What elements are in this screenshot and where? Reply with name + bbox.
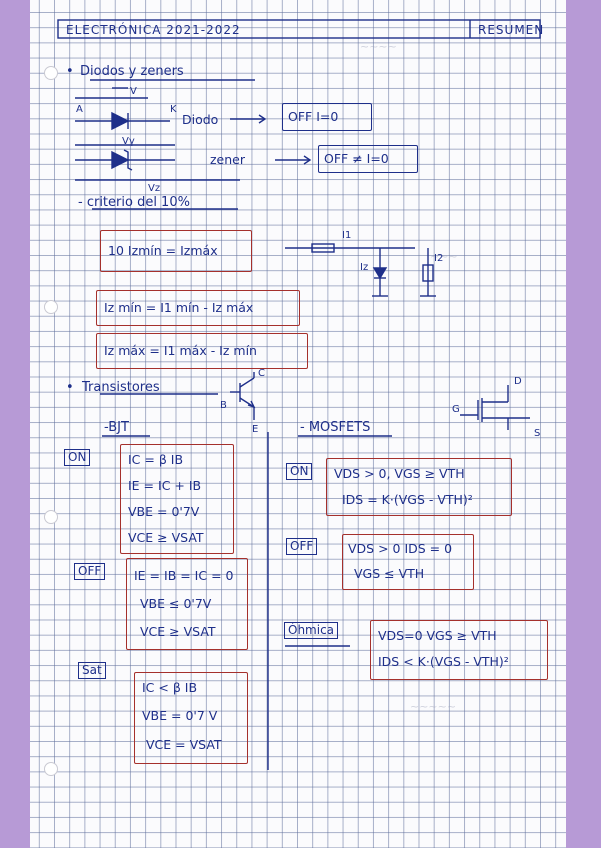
bjt-sat-eq: VCE = VSAT (146, 737, 222, 752)
vgamma-label: Vγ (122, 136, 135, 147)
criterion-eq-box (100, 230, 252, 272)
i1-label: I1 (342, 230, 352, 241)
izmax-eq-box (96, 333, 308, 369)
bjt-off-eq: VBE ≤ 0'7V (140, 596, 212, 611)
izmin-eq-box (96, 290, 300, 326)
section-transistors-heading: Transistores (82, 380, 160, 395)
bjt-on-tag: ON (64, 449, 91, 466)
izmin-eq: Iz mín = I1 mín - Iz máx (104, 300, 254, 315)
bjt-on-eq: IE = IC + IB (128, 478, 202, 493)
mosfet-drain-label: D (514, 376, 522, 387)
bjt-off-eq: VCE ≥ VSAT (140, 624, 216, 639)
bjt-base-label: B (220, 400, 227, 411)
notebook-page: ~~~~ ~~~ ~~~~~ (30, 0, 566, 848)
mosfet-source-label: S (534, 428, 541, 439)
bullet-dot: • (66, 64, 74, 79)
bjt-sat-box (134, 672, 248, 764)
mosfet-on-eq: IDS = K·(VGS - VTH)² (342, 492, 473, 507)
vz-label: Vz (148, 183, 161, 194)
zener-state: OFF ≠ I=0 (324, 151, 389, 166)
criterion-heading: - criterio del 10% (78, 195, 190, 210)
mosfet-off-tag: OFF (286, 538, 318, 555)
i2-label: I2 (434, 253, 444, 264)
header-box (57, 19, 541, 39)
cathode-label: K (170, 104, 177, 115)
mosfet-on-box (326, 458, 512, 516)
zener-state-box (318, 145, 418, 173)
criterion-eq: 10 Izmín = Izmáx (108, 243, 218, 258)
mosfet-heading: - MOSFETS (300, 420, 371, 435)
bjt-on-eq: IC = β IB (128, 452, 184, 467)
diode-state-box (282, 103, 372, 131)
mosfet-on-eq: VDS > 0, VGS ≥ VTH (334, 466, 465, 481)
binder-hole (44, 510, 58, 524)
bjt-off-box (126, 558, 248, 650)
bjt-sat-eq: IC < β IB (142, 680, 198, 695)
diode-state: OFF I=0 (288, 109, 339, 124)
mosfet-on-tag: ON (286, 463, 313, 480)
bjt-emitter-label: E (252, 424, 259, 435)
mosfet-ohmic-eq: IDS < K·(VGS - VTH)² (378, 654, 509, 669)
mosfet-ohmic-tag: Óhmica (284, 622, 339, 639)
iz-label: Iz (360, 262, 369, 273)
voltage-label: V (130, 86, 137, 97)
binder-hole (44, 66, 58, 80)
binder-hole (44, 300, 58, 314)
bjt-collector-label: C (258, 368, 265, 379)
zener-word: zener (210, 152, 246, 167)
summary-tag: RESUMEN (478, 23, 545, 37)
bjt-sat-tag: Sat (78, 662, 106, 679)
mosfet-gate-label: G (452, 404, 460, 415)
bullet-dot: • (66, 380, 74, 395)
section-diodes-heading: Diodos y zeners (80, 64, 184, 79)
bjt-off-tag: OFF (74, 563, 106, 580)
izmax-eq: Iz máx = I1 máx - Iz mín (104, 343, 257, 358)
mosfet-off-eq: VDS > 0 IDS = 0 (348, 541, 453, 556)
bjt-sat-eq: VBE = 0'7 V (142, 708, 218, 723)
mosfet-off-eq: VGS ≤ VTH (354, 566, 425, 581)
bjt-on-eq: VCE ≥ VSAT (128, 530, 204, 545)
bleed-through: ~~~~~ (410, 700, 457, 713)
bjt-heading: -BJT (104, 420, 129, 435)
binder-hole (44, 762, 58, 776)
mosfet-ohmic-box (370, 620, 548, 680)
course-title: ELECTRÓNICA 2021-2022 (66, 23, 241, 37)
anode-label: A (76, 104, 83, 115)
diode-word: Diodo (182, 112, 219, 127)
bleed-through: ~~~~ (360, 40, 397, 53)
mosfet-ohmic-eq: VDS=0 VGS ≥ VTH (378, 628, 497, 643)
bleed-through: ~~~ (430, 250, 458, 263)
page-drawings (57, 19, 541, 770)
mosfet-off-box (342, 534, 474, 590)
bjt-off-eq: IE = IB = IC = 0 (134, 568, 234, 583)
bjt-on-box (120, 444, 234, 554)
bjt-on-eq: VBE = 0'7V (128, 504, 200, 519)
